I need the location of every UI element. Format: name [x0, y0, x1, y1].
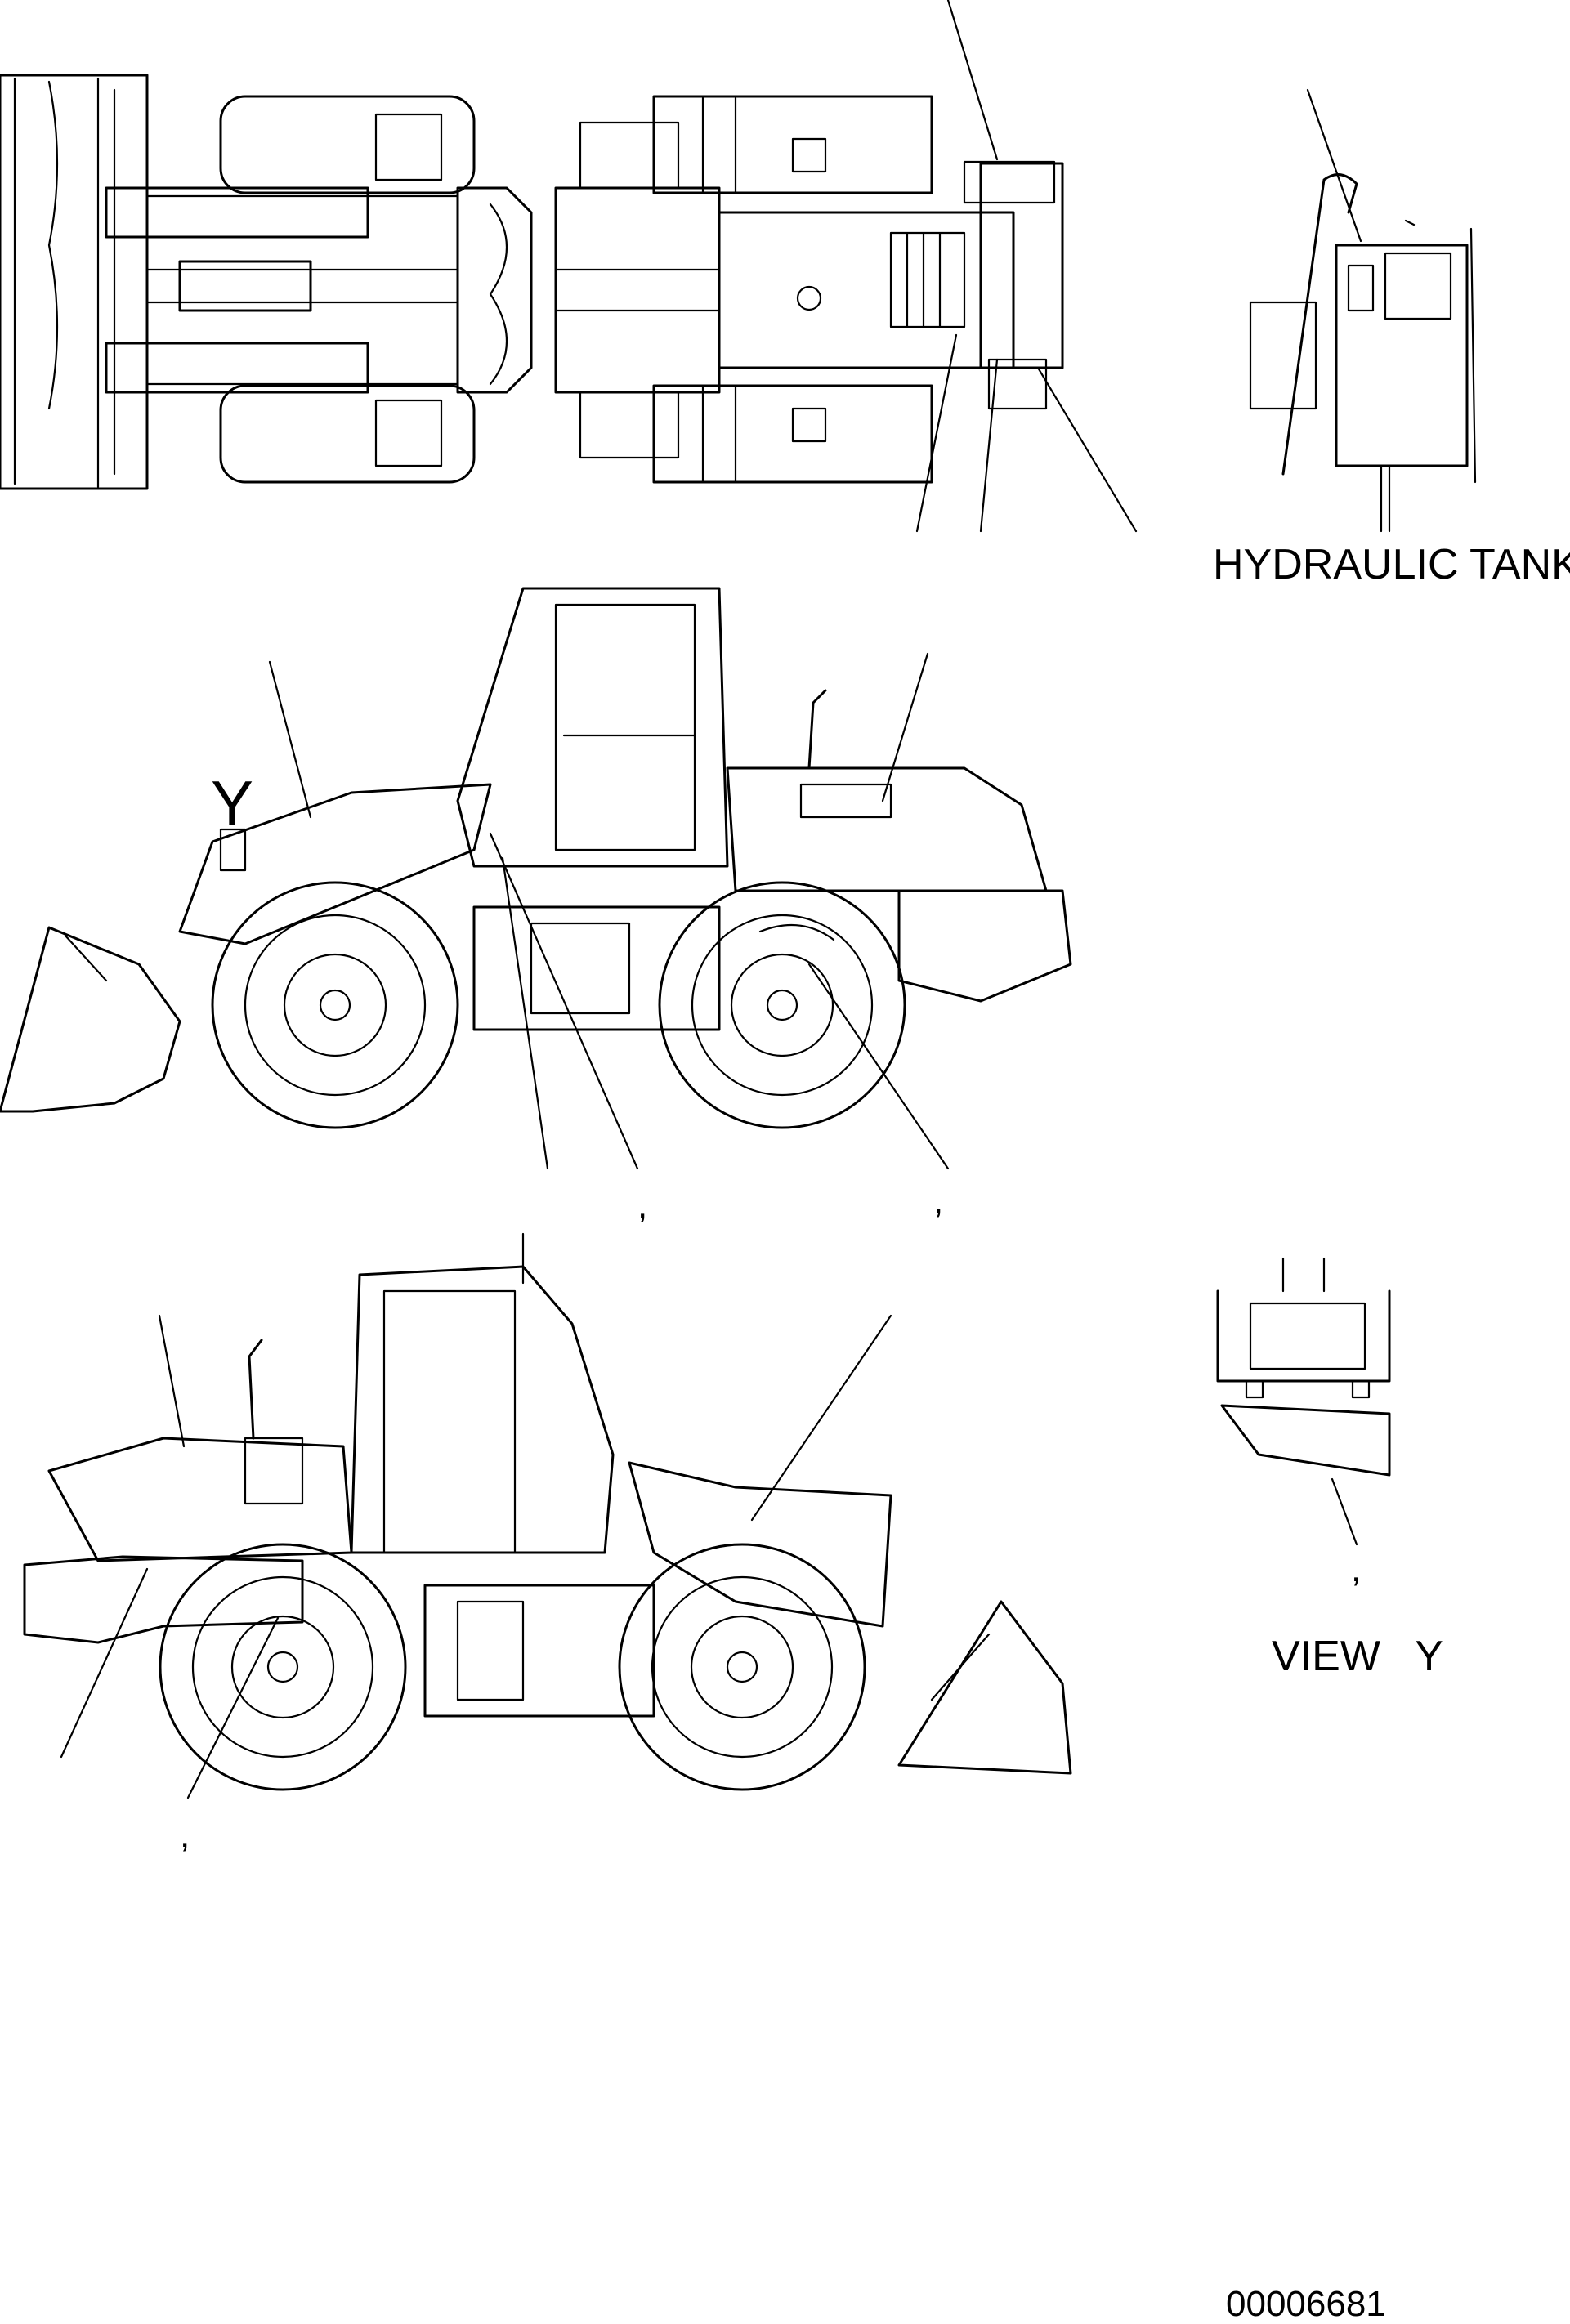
side-view-left: Y , ,: [0, 587, 1072, 1226]
view-y-detail: , VIEW Y: [1216, 1257, 1443, 1680]
hydraulic-tank-detail: HYDRAULIC TANK: [1213, 88, 1570, 588]
callout-comma: ,: [933, 1181, 943, 1221]
drawing-number: 00006681: [1226, 2284, 1386, 2324]
callout-comma: ,: [180, 1815, 190, 1855]
view-y-marker: Y: [211, 767, 253, 839]
view-y-label: VIEW Y: [1272, 1633, 1443, 1680]
top-view: [0, 0, 1138, 533]
callout-comma: ,: [637, 1186, 647, 1226]
hydraulic-tank-label: HYDRAULIC TANK: [1213, 541, 1570, 588]
side-view-right: ,: [23, 1232, 1072, 1855]
callout-comma: ,: [1351, 1549, 1361, 1589]
